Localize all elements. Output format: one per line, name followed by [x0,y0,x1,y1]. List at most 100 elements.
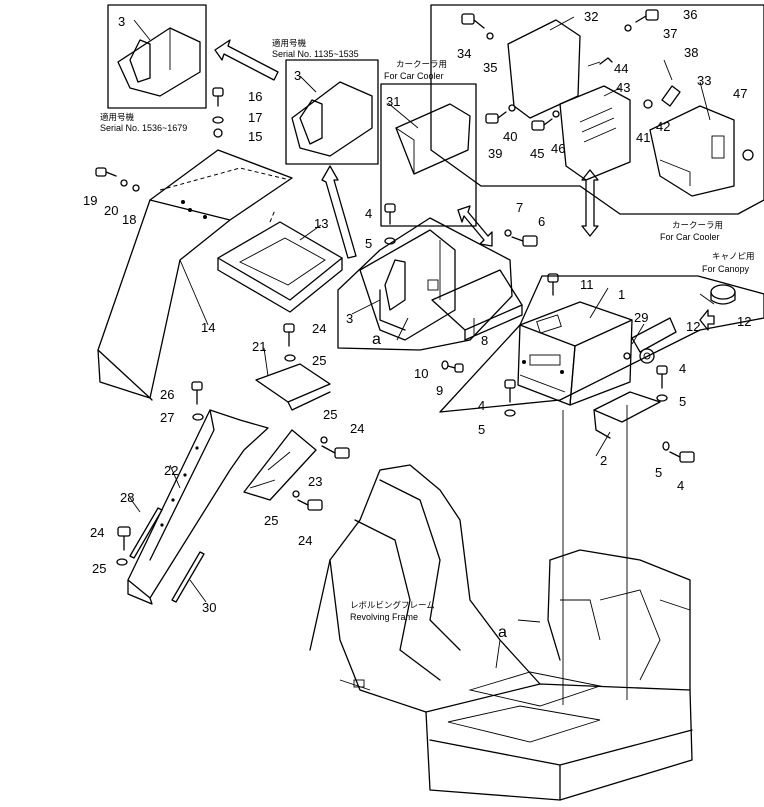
callout-a: a [498,624,507,641]
callout-5: 5 [478,422,485,437]
callout-37: 37 [663,26,677,41]
callout-28: 28 [120,490,134,505]
callout-14: 14 [201,320,215,335]
callout-47: 47 [733,86,747,101]
revolving-frame [309,464,693,801]
callout-11: 11 [580,277,594,292]
callout-41: 41 [636,130,650,145]
callout-23: 23 [308,474,322,489]
callout-10: 10 [414,366,428,381]
callout-24: 24 [298,533,312,548]
callout-16: 16 [248,89,262,104]
callout-42: 42 [656,119,670,134]
callout-13: 13 [314,216,328,231]
callout-3: 3 [346,311,353,326]
inset-canopy [439,275,764,413]
part-23-plate [243,429,317,501]
callout-22: 22 [164,463,178,478]
callout-3: 3 [118,14,125,29]
callout-4: 4 [365,206,372,221]
part-1-box [517,301,633,406]
callout-24: 24 [90,525,104,540]
car-cooler-right: For Car Cooler [660,232,720,242]
part-3-bracket-center [359,229,456,341]
callout-26: 26 [160,387,174,402]
car-cooler-right-jp: カークーラ用 [672,221,723,231]
car-cooler-top-jp: カークーラ用 [396,60,447,70]
callout-numbers: 3 16 17 15 3 31 34 35 32 36 37 38 44 43 … [83,7,751,641]
callout-30: 30 [202,600,216,615]
callout-4: 4 [677,478,684,493]
part-2-bracket [593,391,661,439]
callout-43: 43 [616,80,630,95]
callout-18: 18 [122,212,136,227]
inset-bracket-3-box [337,217,513,351]
callout-3: 3 [294,68,301,83]
serial-early-label: Serial No. 1135~1535 [272,49,359,59]
callout-5: 5 [365,236,372,251]
callout-19: 19 [83,193,97,208]
callout-5: 5 [655,465,662,480]
canopy-label-jp: キャノピ用 [712,252,755,262]
callout-2: 2 [600,453,607,468]
leader-lines [129,16,711,669]
callout-29: 29 [634,310,648,325]
callout-9: 9 [436,383,443,398]
callout-34: 34 [457,46,471,61]
callout-39: 39 [488,146,502,161]
callout-4: 4 [478,398,485,413]
callout-12: 12 [686,319,700,334]
part-28-strip [129,507,163,559]
part-13-bracket [217,209,343,313]
callout-24: 24 [312,321,326,336]
inset-car-cooler-31 [380,83,477,227]
callout-5: 5 [679,394,686,409]
inset-serial-late [107,4,207,109]
frame-label: Revolving Frame [350,612,418,622]
callout-25: 25 [92,561,106,576]
direction-arrows [214,39,715,331]
callout-32: 32 [584,9,598,24]
callout-8: 8 [481,333,488,348]
canopy-label: For Canopy [702,264,750,274]
inset-car-cooler-group [430,4,764,215]
callout-27: 27 [160,410,174,425]
callout-38: 38 [684,45,698,60]
callout-20: 20 [104,203,118,218]
callout-46: 46 [551,141,565,156]
callout-15: 15 [248,129,262,144]
notes: 適用号機 Serial No. 1536~1679 適用号機 Serial No… [100,38,755,622]
callout-40: 40 [503,129,517,144]
serial-late-label-jp: 適用号機 [100,112,135,123]
inset-serial-early [285,59,379,165]
callout-1: 1 [618,287,625,302]
callout-31: 31 [386,94,400,109]
callout-25: 25 [312,353,326,368]
bolt-icons [95,87,736,566]
callout-33: 33 [697,73,711,88]
callout-35: 35 [483,60,497,75]
part-30-strip [171,551,205,603]
callout-21: 21 [252,339,266,354]
callout-12: 12 [737,314,751,329]
callout-44: 44 [614,61,628,76]
part-14-side-cover [97,149,293,401]
callout-7: 7 [516,200,523,215]
callout-24: 24 [350,421,364,436]
frame-label-jp: レボルビングフレーム [350,600,435,611]
callout-25: 25 [264,513,278,528]
callout-a: a [372,331,381,348]
callout-4: 4 [679,361,686,376]
callout-36: 36 [683,7,697,22]
callout-17: 17 [248,110,262,125]
part-8-plate [431,269,523,341]
serial-early-label-jp: 適用号機 [272,38,307,49]
callout-6: 6 [538,214,545,229]
part-22-long-bracket [127,409,269,605]
serial-late-label: Serial No. 1536~1679 [100,123,187,133]
car-cooler-top: For Car Cooler [384,71,444,81]
callout-45: 45 [530,146,544,161]
callout-25: 25 [323,407,337,422]
